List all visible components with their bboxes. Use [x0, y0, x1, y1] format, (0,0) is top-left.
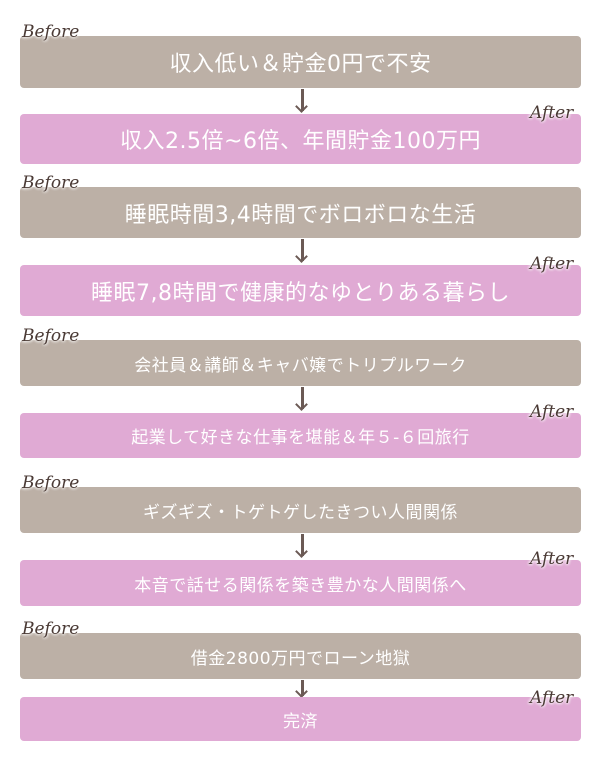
- before-tag: Before: [22, 326, 80, 346]
- before-tag: Before: [22, 22, 80, 42]
- before-tag: Before: [22, 173, 80, 193]
- before-text: 収入低い＆貯金0円で不安: [169, 52, 432, 77]
- down-arrow-icon: [296, 387, 308, 409]
- before-box-1: 収入低い＆貯金0円で不安: [20, 36, 581, 88]
- after-box-3: 起業して好きな仕事を堪能＆年５-６回旅行: [20, 413, 581, 458]
- after-text: 睡眠7,8時間で健康的なゆとりある暮らし: [91, 280, 510, 306]
- after-tag: After: [530, 254, 574, 274]
- after-tag: After: [530, 688, 574, 708]
- before-tag: Before: [22, 473, 80, 493]
- before-text: 借金2800万円でローン地獄: [190, 648, 411, 669]
- after-text: 起業して好きな仕事を堪能＆年５-６回旅行: [131, 428, 470, 448]
- down-arrow-icon: [296, 239, 308, 261]
- after-box-5: 完済: [20, 697, 581, 741]
- after-box-1: 収入2.5倍~6倍、年間貯金100万円: [20, 114, 581, 164]
- before-tag: Before: [22, 619, 80, 639]
- before-text: ギズギズ・トゲトゲしたきつい人間関係: [143, 502, 458, 523]
- before-box-3: 会社員＆講師＆キャバ嬢でトリプルワーク: [20, 340, 581, 386]
- before-box-4: ギズギズ・トゲトゲしたきつい人間関係: [20, 487, 581, 533]
- before-text: 睡眠時間3,4時間でボロボロな生活: [124, 202, 477, 228]
- after-tag: After: [530, 103, 574, 123]
- down-arrow-icon: [296, 534, 308, 556]
- after-box-4: 本音で話せる関係を築き豊かな人間関係へ: [20, 560, 581, 606]
- before-box-2: 睡眠時間3,4時間でボロボロな生活: [20, 187, 581, 238]
- after-text: 収入2.5倍~6倍、年間貯金100万円: [120, 129, 481, 154]
- after-box-2: 睡眠7,8時間で健康的なゆとりある暮らし: [20, 265, 581, 316]
- before-box-5: 借金2800万円でローン地獄: [20, 633, 581, 679]
- after-tag: After: [530, 402, 574, 422]
- after-tag: After: [530, 549, 574, 569]
- down-arrow-icon: [296, 89, 308, 111]
- after-text: 完済: [283, 711, 318, 732]
- before-text: 会社員＆講師＆キャバ嬢でトリプルワーク: [134, 355, 467, 376]
- after-text: 本音で話せる関係を築き豊かな人間関係へ: [134, 575, 467, 596]
- down-arrow-icon: [296, 680, 308, 696]
